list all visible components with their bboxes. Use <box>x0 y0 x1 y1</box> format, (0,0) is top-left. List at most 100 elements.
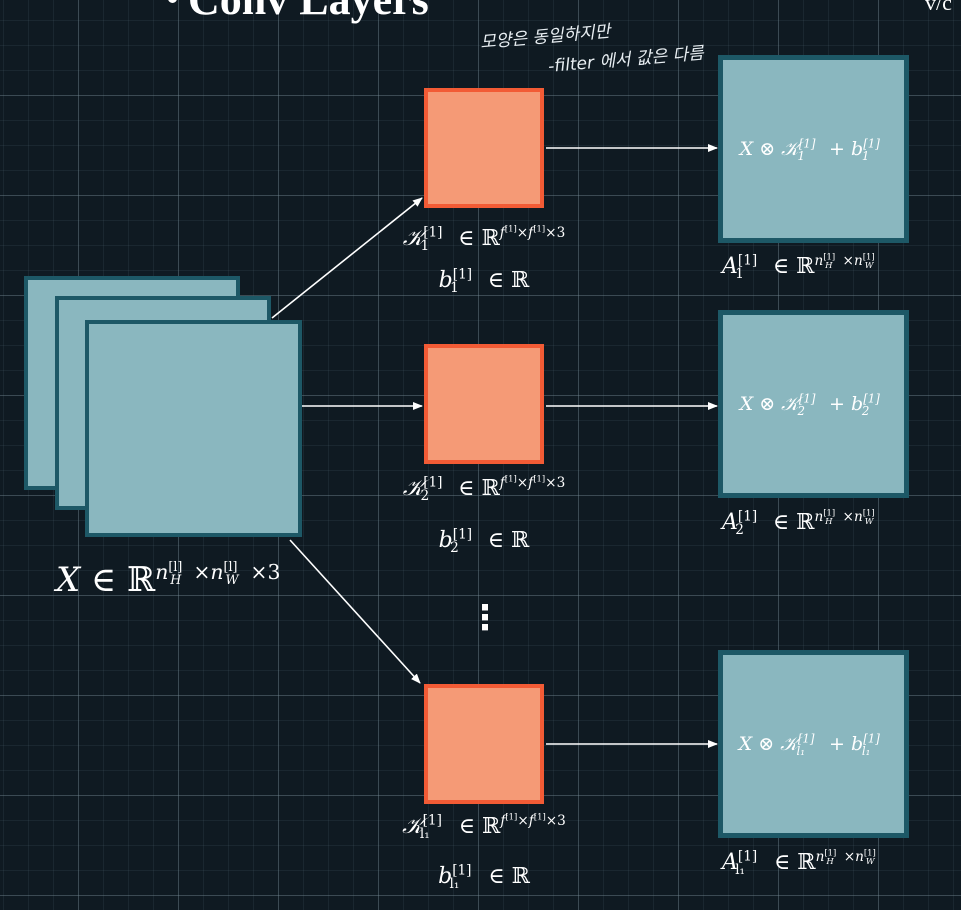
act-set: ∈ ℝ <box>772 510 815 535</box>
kernel-exp-sup: [1] <box>504 223 517 234</box>
kernel-symbol: 𝒦 <box>402 476 424 501</box>
input-symbol: X <box>56 560 81 600</box>
filter-l1-bias-label: b[1]l₁ ∈ ℝ <box>354 862 614 893</box>
act-exp-W: W <box>865 856 875 867</box>
otimes: ⊗ <box>759 138 776 160</box>
kernel-exp-sup: [1] <box>505 811 518 822</box>
bias-layer-sup: [1] <box>452 266 473 283</box>
filter-l1 <box>424 684 544 804</box>
filter-1 <box>424 88 544 208</box>
act-sup: [1] <box>737 508 758 525</box>
act-sub: 2 <box>735 522 744 539</box>
kernel-set: ∈ ℝ <box>458 226 500 251</box>
input-label: X ∈ ℝn[l]H×n[l]W×3 <box>56 560 280 600</box>
kernel-exp-sup2: [1] <box>533 223 546 234</box>
output-l1: X ⊗ 𝒦[1]l₁ + b[1]l₁ <box>718 650 909 838</box>
act-exp-H: H <box>825 260 833 271</box>
act-exp-n: n <box>814 252 824 269</box>
kernel-exp-f: f <box>500 812 506 829</box>
input-exp-h-sup: [l] <box>168 558 183 574</box>
layer-sup: [1] <box>797 731 815 746</box>
act-exp-times: × <box>842 508 854 525</box>
layer-sup: [1] <box>863 391 880 406</box>
ellipsis-vertical: ⋮ <box>468 598 502 638</box>
bias-set: ∈ ℝ <box>488 864 530 889</box>
bias-layer-sup: [1] <box>452 862 472 879</box>
bias-symbol: b <box>438 268 453 293</box>
kernel-exp-tail: ×3 <box>545 224 566 241</box>
kernel-exp-sup2: [1] <box>533 473 546 484</box>
kernel-exp-times: × <box>516 474 529 491</box>
plus: + <box>829 393 845 415</box>
input-exp-h-sub: H <box>170 571 182 587</box>
otimes: ⊗ <box>758 733 775 755</box>
kernel-symbol: 𝒦 <box>781 138 799 160</box>
input-exp-h: n <box>155 559 169 584</box>
act-symbol: A <box>722 254 738 279</box>
kernel-layer-sup: [1] <box>422 812 442 829</box>
plus: + <box>829 733 845 755</box>
kernel-layer-sup: [1] <box>423 474 443 491</box>
kernel-symbol: 𝒦 <box>781 393 799 415</box>
act-exp-sup: [1] <box>823 507 836 518</box>
output-2-label: A[1]2 ∈ ℝn[1]H×n[1]W <box>722 507 883 539</box>
input-set: ∈ ℝ <box>91 560 156 600</box>
act-exp-sup: [1] <box>823 251 836 262</box>
act-sup: [1] <box>737 848 758 865</box>
output-1-label: A[1]1 ∈ ℝn[1]H×n[1]W <box>722 251 883 283</box>
kernel-exp-times: × <box>517 812 529 829</box>
arrow-input-to-filter-1 <box>271 197 423 319</box>
bias-sub: 2 <box>450 540 459 557</box>
layer-sup: [1] <box>863 136 880 151</box>
bias-symbol: b <box>851 733 864 755</box>
kernel-sub: 1 <box>420 238 430 255</box>
act-exp-sup: [1] <box>824 847 837 858</box>
layer-sup: [1] <box>863 731 880 746</box>
kernel-exp-sup2: [1] <box>533 811 546 822</box>
filter-l1-kernel-label: 𝒦[1]l₁ ∈ ℝf[1]×f[1]×3 <box>354 811 614 841</box>
output-1-expression: X ⊗ 𝒦[1]1 + b[1]1 <box>739 136 880 163</box>
kernel-set: ∈ ℝ <box>458 814 501 839</box>
bias-set: ∈ ℝ <box>487 528 530 553</box>
kernel-exp-f: f <box>499 224 505 241</box>
output-l1-expression: X ⊗ 𝒦[1]l₁ + b[1]l₁ <box>738 731 880 758</box>
bias-sub: 1 <box>450 280 459 297</box>
act-exp-n2: n <box>853 252 863 269</box>
act-exp-H: H <box>825 516 833 527</box>
act-exp-n: n <box>815 848 825 865</box>
act-sub: 1 <box>735 266 744 283</box>
kernel-layer-sup: [1] <box>423 224 443 241</box>
act-symbol: A <box>722 510 738 535</box>
layer-sup: [1] <box>798 136 816 151</box>
slide-title: Conv Layers <box>188 0 429 22</box>
output-1: X ⊗ 𝒦[1]1 + b[1]1 <box>718 55 909 243</box>
otimes: ⊗ <box>759 393 776 415</box>
bias-symbol: b <box>851 138 864 160</box>
input-exp-channels: ×3 <box>250 559 281 584</box>
kernel-exp-tail: ×3 <box>545 474 566 491</box>
filter-1-kernel-label: 𝒦[1]1 ∈ ℝf[1]×f[1]×3 <box>354 223 614 255</box>
kernel-sub: 1 <box>797 148 806 163</box>
bias-sub: l₁ <box>449 876 460 893</box>
filter-1-bias-label: b[1]1 ∈ ℝ <box>354 266 614 297</box>
kernel-exp-sup: [1] <box>504 473 517 484</box>
act-sub: l₁ <box>735 862 746 879</box>
act-symbol: A <box>722 850 738 875</box>
act-exp-sup2: [1] <box>862 507 875 518</box>
bias-symbol: b <box>438 864 453 889</box>
act-exp-sup2: [1] <box>862 251 875 262</box>
output-2-expression: X ⊗ 𝒦[1]2 + b[1]2 <box>739 391 880 418</box>
kernel-exp-f2: f <box>528 474 534 491</box>
bias-set: ∈ ℝ <box>487 268 530 293</box>
output-2: X ⊗ 𝒦[1]2 + b[1]2 <box>718 310 909 498</box>
kernel-sub: 2 <box>420 488 430 505</box>
plus: + <box>829 138 845 160</box>
layer-sup: [1] <box>798 391 816 406</box>
act-set: ∈ ℝ <box>772 254 815 279</box>
bias-symbol: b <box>851 393 864 415</box>
bias-sub: 1 <box>861 148 870 163</box>
kernel-exp-tail: ×3 <box>545 812 566 829</box>
input-exp-w: n <box>210 559 224 584</box>
act-exp-W: W <box>864 260 874 271</box>
